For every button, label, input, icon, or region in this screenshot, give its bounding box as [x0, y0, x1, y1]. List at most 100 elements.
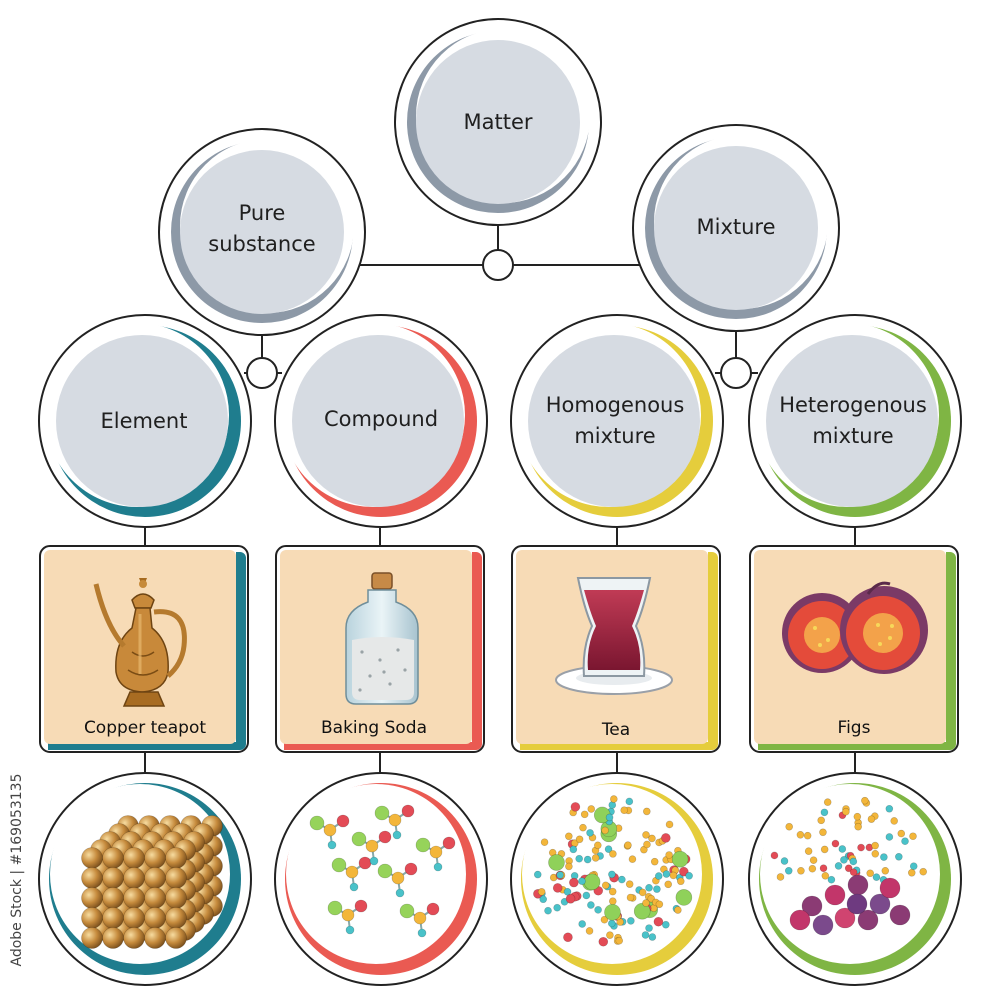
solution-particle: [645, 924, 653, 932]
solution-particle: [563, 887, 572, 896]
mixture-particle: [895, 852, 903, 861]
mixture-particle: [780, 857, 789, 865]
tea-glass-illustration: [555, 577, 673, 695]
solution-particle: [565, 894, 576, 904]
solution-particle: [661, 833, 671, 843]
fig-seed-particle: [789, 909, 811, 931]
caption-figs: Figs: [837, 718, 871, 738]
mixture-particle: [823, 798, 832, 806]
mixture-particle: [796, 831, 805, 839]
copper-atom: [144, 907, 166, 929]
mixture-particle: [919, 867, 928, 876]
mixture-particle: [871, 850, 880, 858]
solution-particle: [648, 834, 656, 843]
mixture-particle: [842, 807, 850, 816]
mixture-particle: [867, 815, 876, 823]
caption-tea: Tea: [601, 720, 631, 740]
solution-particle: [620, 806, 628, 815]
copper-atom: [165, 847, 187, 869]
solution-particle: [633, 902, 651, 920]
solution-particle: [537, 888, 546, 896]
molecule-center-atom: [323, 823, 337, 837]
node-label-compound: Compound: [323, 407, 439, 431]
solution-particle: [669, 871, 678, 880]
copper-atom-lattice: [81, 815, 223, 949]
solution-particle: [626, 893, 635, 902]
molecule-atom-red: [401, 804, 415, 818]
solution-particle: [533, 870, 542, 879]
molecule-center-atom: [388, 813, 402, 827]
solution-particle: [625, 797, 634, 806]
solution-particle: [618, 875, 626, 884]
mixture-particle: [857, 843, 865, 852]
solution-particle: [674, 906, 682, 914]
solution-particle: [608, 897, 617, 906]
fig-seed-particle: [812, 914, 834, 936]
solution-particle: [569, 845, 578, 854]
solution-particle: [653, 916, 664, 927]
junction-node-mixture: [720, 357, 752, 389]
molecule-center-atom: [365, 839, 379, 853]
solution-particle: [653, 885, 661, 893]
solution-particle: [608, 870, 616, 879]
molecule-atom-red: [404, 862, 418, 876]
mixture-particle: [776, 873, 785, 881]
solution-particle: [655, 900, 664, 909]
solution-particle: [608, 919, 616, 928]
fig-seed-particle: [847, 874, 869, 896]
mixture-particle: [819, 864, 828, 873]
solution-particle: [553, 903, 561, 912]
copper-atom: [102, 867, 124, 889]
caption-copper-teapot: Copper teapot: [83, 718, 207, 738]
solution-particle: [627, 917, 635, 925]
copper-atom: [123, 887, 145, 909]
solution-particle: [609, 850, 617, 858]
solution-particle: [654, 872, 663, 880]
solution-particle: [665, 820, 674, 829]
molecule-atom-green: [399, 903, 415, 919]
junction-node-pure-substance: [246, 357, 278, 389]
solution-particle: [638, 888, 647, 897]
compound-molecules: [309, 804, 456, 938]
fig-seed-particle: [889, 904, 911, 926]
mixture-particle: [849, 868, 858, 876]
mixture-particle: [804, 847, 813, 855]
molecule-atom-cyan: [349, 882, 359, 892]
solution-particle: [624, 841, 632, 849]
solution-particle: [598, 936, 609, 947]
node-mixture: [632, 124, 840, 332]
node-label-homogenous-line1: Homogenous: [545, 393, 685, 417]
mixture-particle: [866, 869, 874, 878]
node-label-heterogenous-line2: mixture: [812, 424, 894, 448]
solution-particle: [642, 831, 650, 839]
mixture-particle: [819, 828, 827, 837]
copper-atom: [123, 847, 145, 869]
copper-atom: [81, 867, 103, 889]
mixture-particle: [820, 808, 829, 817]
copper-atom: [165, 887, 187, 909]
solution-particle: [575, 835, 584, 844]
node-compound: [274, 314, 488, 528]
mixture-particle: [907, 868, 916, 877]
fig-seed-particle: [879, 877, 901, 899]
solution-particle: [685, 872, 693, 880]
copper-atom: [165, 927, 187, 949]
solution-particle: [628, 855, 637, 863]
node-label-pure-substance-line2: substance: [208, 232, 316, 256]
mixture-particle: [838, 845, 847, 853]
mixture-particle: [861, 796, 869, 805]
mixture-particle: [881, 866, 890, 875]
node-label-element: Element: [100, 409, 188, 433]
molecule-atom-green: [374, 805, 390, 821]
solution-particle: [580, 810, 589, 819]
molecule-atom-green: [331, 857, 347, 873]
molecule-atom-red: [358, 856, 372, 870]
solution-particle: [606, 931, 614, 939]
solution-particle: [565, 832, 573, 841]
molecule-atom-cyan: [417, 928, 427, 938]
molecule-atom-cyan: [392, 830, 402, 840]
molecule-center-atom: [429, 845, 443, 859]
fig-seed-particle: [846, 893, 868, 915]
copper-atom: [165, 867, 187, 889]
solution-particle: [594, 841, 602, 850]
